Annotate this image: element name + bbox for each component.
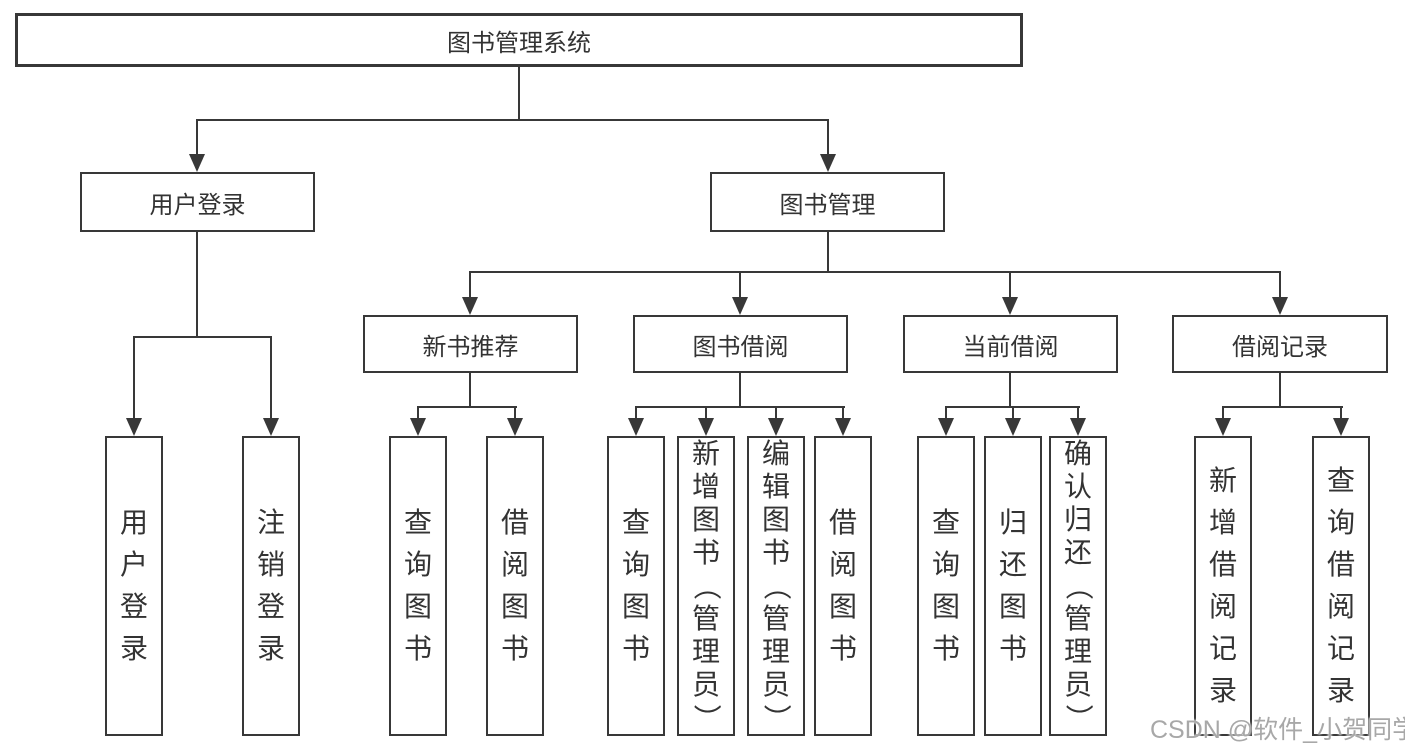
connector-root-stem	[518, 67, 520, 120]
connector-new-book-stem	[469, 373, 471, 408]
arrowhead-confirm-return	[1070, 418, 1086, 436]
connector-current-borrow-stem	[1009, 373, 1011, 408]
connector-drop-return-book	[1012, 406, 1014, 420]
connector-drop-query-borrow-record	[1340, 406, 1342, 420]
node-current-borrow: 当前借阅	[903, 315, 1118, 373]
connector-drop-query-books-1	[417, 406, 419, 420]
leaf-query-books-3: 查询图书	[917, 436, 975, 736]
connector-book-management-stem	[827, 232, 829, 273]
connector-drop-current-borrow	[1009, 271, 1011, 299]
node-book-borrow: 图书借阅	[633, 315, 848, 373]
leaf-borrow-books-2: 借阅图书	[814, 436, 872, 736]
connector-drop-query-books-3	[945, 406, 947, 420]
arrowhead-new-book	[462, 297, 478, 315]
connector-drop-leaf-user-login	[133, 336, 135, 420]
arrowhead-book-borrow	[732, 297, 748, 315]
arrowhead-add-book	[698, 418, 714, 436]
connector-drop-leaf-logout	[270, 336, 272, 420]
arrowhead-add-borrow-record	[1215, 418, 1231, 436]
arrowhead-leaf-user-login	[126, 418, 142, 436]
connector-drop-add-book	[705, 406, 707, 420]
arrowhead-borrow-books-1	[507, 418, 523, 436]
connector-drop-confirm-return	[1077, 406, 1079, 420]
leaf-add-borrow-record: 新增借阅记录	[1194, 436, 1252, 736]
connector-user-login-stem	[196, 232, 198, 338]
arrowhead-edit-book	[768, 418, 784, 436]
connector-borrow-records-stem	[1279, 373, 1281, 408]
leaf-return-book: 归还图书	[984, 436, 1042, 736]
connector-drop-user-login	[196, 119, 198, 156]
connector-borrow-records-branch	[1222, 406, 1343, 408]
leaf-query-books-2: 查询图书	[607, 436, 665, 736]
connector-drop-book-management	[827, 119, 829, 156]
connector-drop-book-borrow	[739, 271, 741, 299]
node-new-book-recommend: 新书推荐	[363, 315, 578, 373]
node-book-management: 图书管理	[710, 172, 945, 232]
connector-drop-borrow-books-1	[514, 406, 516, 420]
connector-drop-edit-book	[775, 406, 777, 420]
arrowhead-book-management	[820, 154, 836, 172]
leaf-edit-book-admin: 编辑图书（管理员）	[747, 436, 805, 736]
arrowhead-query-books-1	[410, 418, 426, 436]
arrowhead-query-books-3	[938, 418, 954, 436]
arrowhead-query-borrow-record	[1333, 418, 1349, 436]
arrowhead-user-login	[189, 154, 205, 172]
connector-book-borrow-stem	[739, 373, 741, 408]
connector-drop-query-books-2	[635, 406, 637, 420]
leaf-user-login: 用户登录	[105, 436, 163, 736]
leaf-confirm-return-admin: 确认归还（管理员）	[1049, 436, 1107, 736]
connector-root-branch	[196, 119, 829, 121]
leaf-add-book-admin: 新增图书（管理员）	[677, 436, 735, 736]
node-borrow-records: 借阅记录	[1172, 315, 1388, 373]
csdn-watermark: CSDN @软件_小贺同学	[1150, 716, 1405, 744]
arrowhead-borrow-books-2	[835, 418, 851, 436]
arrowhead-query-books-2	[628, 418, 644, 436]
node-book-management-system: 图书管理系统	[15, 13, 1023, 67]
node-user-login: 用户登录	[80, 172, 315, 232]
connector-drop-borrow-records	[1279, 271, 1281, 299]
leaf-borrow-books-1: 借阅图书	[486, 436, 544, 736]
connector-new-book-branch	[417, 406, 517, 408]
leaf-query-books-1: 查询图书	[389, 436, 447, 736]
connector-book-borrow-branch	[635, 406, 845, 408]
arrowhead-borrow-records	[1272, 297, 1288, 315]
connector-user-login-branch	[133, 336, 272, 338]
connector-book-management-branch	[469, 271, 1281, 273]
connector-drop-add-borrow-record	[1222, 406, 1224, 420]
leaf-logout: 注销登录	[242, 436, 300, 736]
connector-drop-new-book	[469, 271, 471, 299]
leaf-query-borrow-record: 查询借阅记录	[1312, 436, 1370, 736]
arrowhead-current-borrow	[1002, 297, 1018, 315]
connector-drop-borrow-books-2	[842, 406, 844, 420]
arrowhead-leaf-logout	[263, 418, 279, 436]
arrowhead-return-book	[1005, 418, 1021, 436]
